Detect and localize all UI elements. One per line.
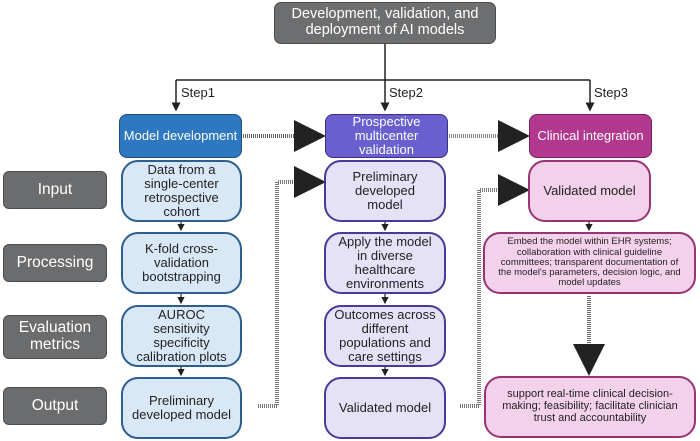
header-model-development: Model development [119,114,242,158]
row-label-output: Output [3,387,107,425]
int-input-cell: Validated model [528,160,651,222]
step1-label: Step1 [181,85,215,100]
step3-label: Step3 [594,85,628,100]
val-processing-cell: Apply the model in diverse healthcare en… [324,232,446,294]
val-output-cell: Validated model [324,377,446,439]
dev-processing-cell: K-fold cross-validation bootstrapping [121,232,242,294]
dev-evaluation-cell: AUROC sensitivity specificity calibratio… [121,305,242,367]
output-to-validation-input-arrow [258,166,326,408]
row-label-input: Input [3,171,107,209]
diagram-title: Development, validation, and deployment … [274,2,496,44]
val-input-cell: Preliminary developed model [324,160,446,222]
step2-label: Step2 [389,85,423,100]
row-label-evaluation: Evaluation metrics [3,315,107,359]
validated-to-integration-input-arrow [460,174,530,408]
header-prospective-validation: Prospective multicenter validation [325,114,448,158]
header-clinical-integration: Clinical integration [529,114,652,158]
dev-input-cell: Data from a single-center retrospective … [121,160,242,222]
dev-output-cell: Preliminary developed model [121,377,242,439]
val-evaluation-cell: Outcomes across different populations an… [324,305,446,367]
row-label-processing: Processing [3,244,107,282]
int-processing-cell: Embed the model within EHR systems; coll… [483,232,696,294]
int-output-cell: support real-time clinical decision-maki… [484,376,696,438]
